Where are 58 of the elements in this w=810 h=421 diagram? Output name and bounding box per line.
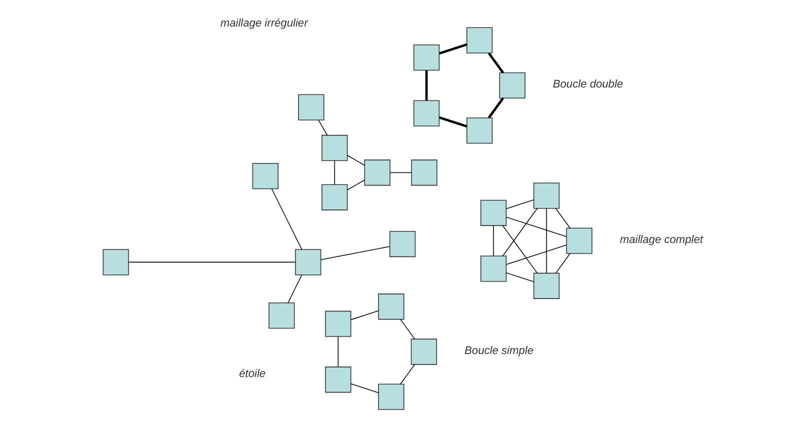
connector: [128, 262, 296, 263]
connector: [320, 246, 390, 260]
node-box: [324, 310, 351, 337]
connector: [505, 272, 534, 282]
connector: [337, 336, 338, 368]
connector: [487, 97, 504, 118]
connector: [400, 364, 415, 384]
node-box: [378, 384, 404, 410]
connector: [506, 216, 566, 237]
label: Boucle simple: [464, 344, 533, 357]
node-box: [364, 160, 390, 186]
node-box: [252, 162, 278, 190]
label: Boucle double: [552, 78, 623, 91]
connector: [505, 199, 534, 210]
node-box: [480, 256, 506, 282]
node-box: [410, 160, 437, 186]
node-box: [294, 249, 321, 276]
node-box: [498, 72, 525, 99]
node-box: [388, 230, 416, 258]
node-box: [566, 228, 592, 254]
connector: [287, 274, 302, 304]
node-box: [466, 117, 492, 144]
connector: [346, 154, 364, 166]
label: maillage irrégulier: [220, 17, 308, 30]
connector: [506, 244, 566, 265]
node-box: [532, 182, 560, 209]
node-box: [480, 200, 506, 226]
connector: [554, 208, 570, 228]
node-box: [412, 44, 440, 71]
label: étoile: [238, 368, 266, 380]
label: maillage complet: [619, 234, 702, 246]
connector: [492, 225, 494, 256]
node-box: [410, 338, 437, 365]
connector: [438, 43, 467, 55]
node-box: [321, 134, 348, 162]
connector: [487, 52, 504, 74]
connector: [270, 188, 302, 250]
connector: [554, 253, 570, 274]
connector: [350, 310, 378, 320]
connector: [350, 383, 378, 394]
node-box: [324, 366, 351, 393]
connector: [502, 208, 538, 256]
connector: [334, 160, 335, 185]
node-box: [268, 302, 294, 329]
node-box: [298, 94, 324, 120]
node-box: [532, 272, 560, 299]
node-box: [466, 27, 492, 54]
connector: [502, 225, 538, 274]
connector: [346, 180, 364, 190]
node-box: [378, 294, 404, 320]
connector: [389, 172, 412, 174]
connector: [438, 116, 467, 128]
connector: [424, 70, 428, 100]
node-box: [102, 249, 128, 276]
connector: [318, 120, 328, 136]
node-box: [412, 100, 440, 126]
node-box: [321, 184, 348, 210]
connector: [400, 319, 415, 340]
